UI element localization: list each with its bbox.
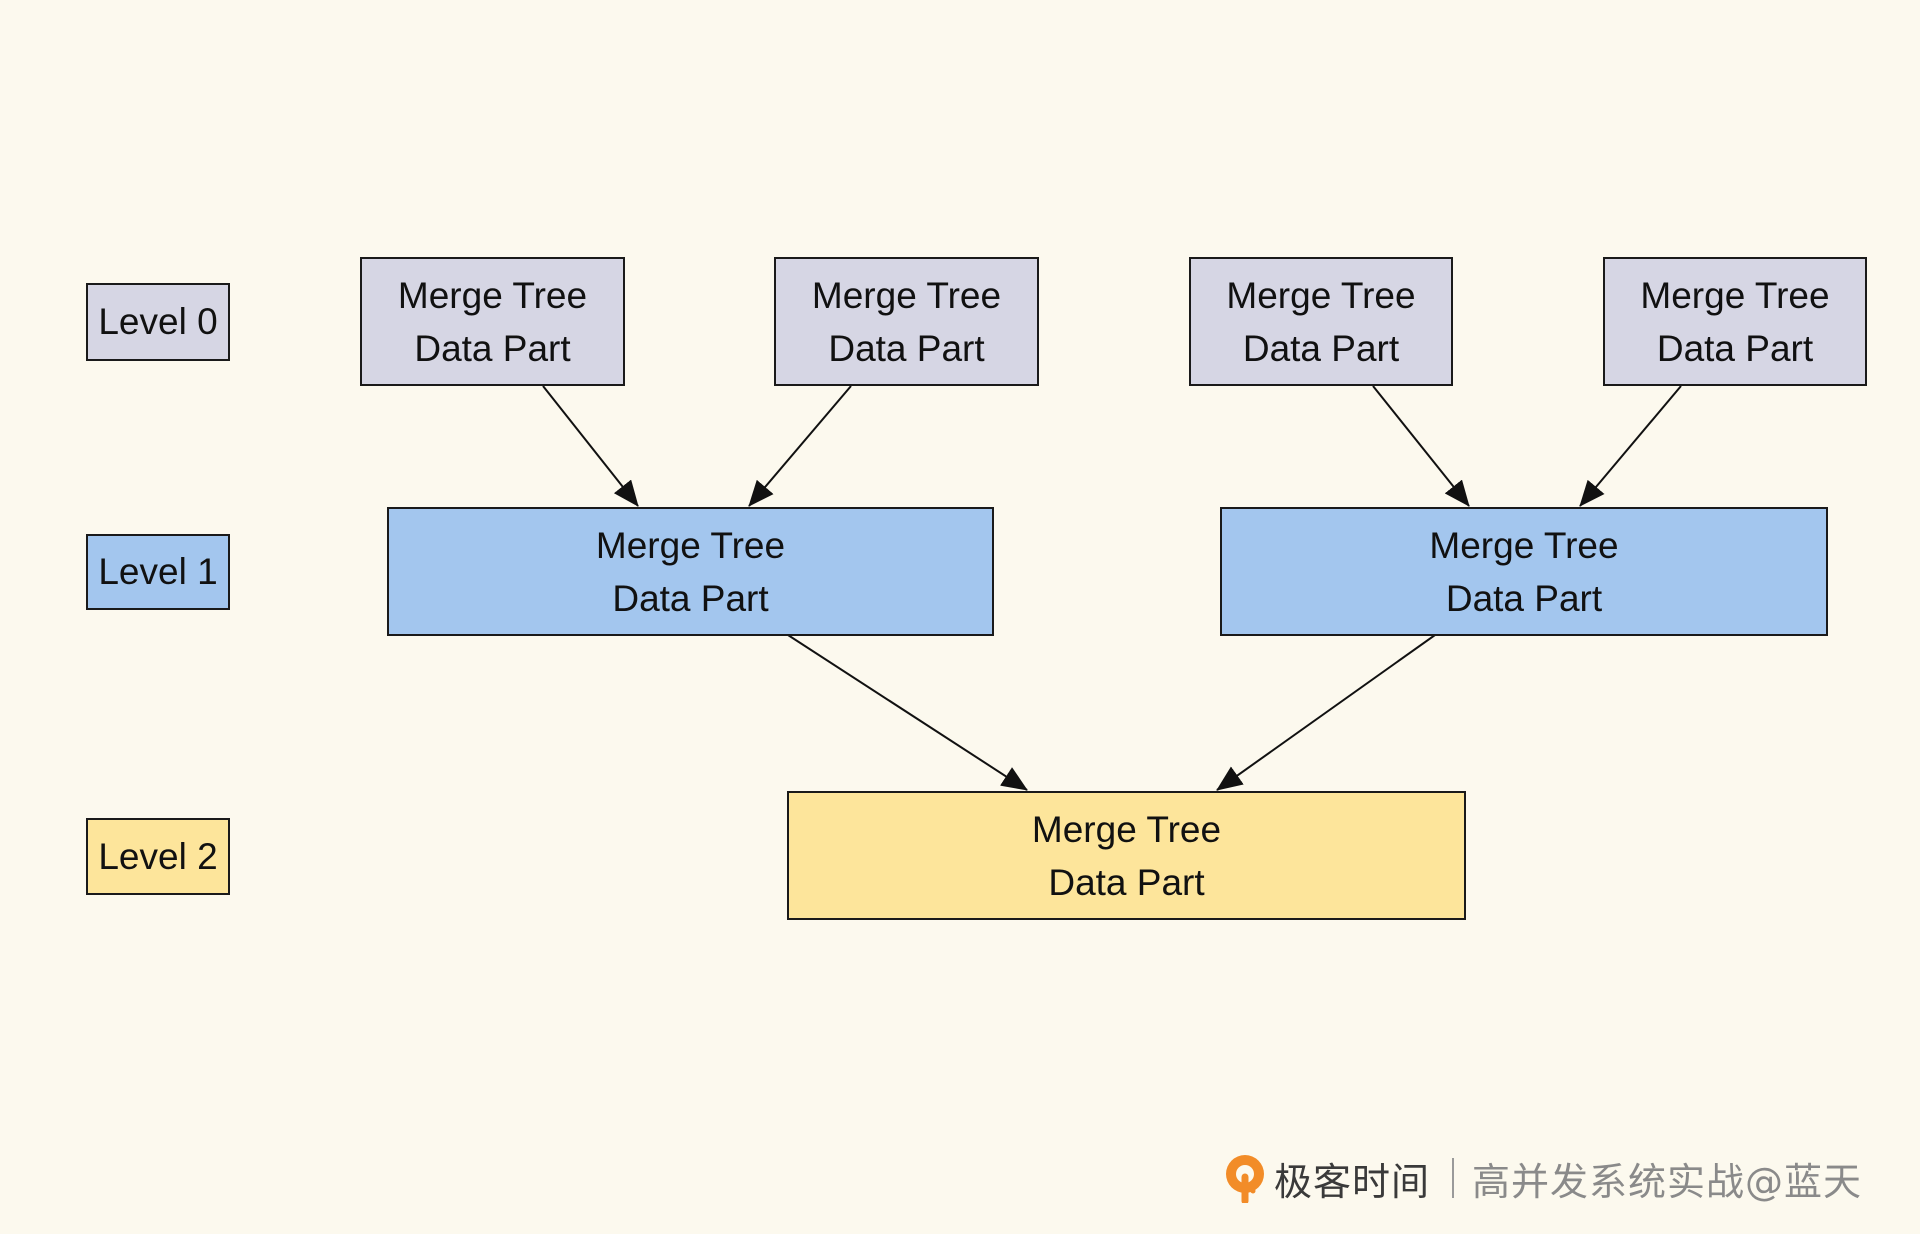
part-line1: Merge Tree: [595, 524, 786, 566]
level0-part-4: Merge Tree Data Part: [1603, 257, 1867, 386]
part-line1: Merge Tree: [1429, 524, 1619, 566]
part-line2: Data Part: [1242, 327, 1400, 369]
part-line2: Data Part: [828, 327, 985, 369]
arrow-l0p1-to-l1p1: [542, 385, 639, 507]
level0-part-1: Merge Tree Data Part: [360, 257, 625, 386]
part-line2: Data Part: [612, 577, 769, 619]
watermark: 极客时间 高并发系统实战@蓝天: [1222, 1150, 1902, 1206]
level0-part-2: Merge Tree Data Part: [774, 257, 1039, 386]
course-name: 高并发系统实战@蓝天: [1472, 1159, 1863, 1204]
level2-part-1: Merge Tree Data Part: [787, 791, 1466, 920]
geektime-logo-icon: [1226, 1155, 1264, 1203]
arrow-l0p2-to-l1p1: [748, 385, 852, 507]
part-line2: Data Part: [1048, 861, 1205, 903]
part-line1: Merge Tree: [1640, 274, 1830, 316]
part-line1: Merge Tree: [397, 274, 588, 316]
arrow-l0p4-to-l1p2: [1579, 385, 1682, 507]
part-line1: Merge Tree: [811, 274, 1002, 316]
level-1-label: Level 1: [86, 534, 230, 610]
level1-part-2: Merge Tree Data Part: [1220, 507, 1828, 636]
brand-name: 极客时间: [1274, 1159, 1431, 1204]
level-2-label: Level 2: [86, 818, 230, 895]
arrow-l0p3-to-l1p2: [1372, 385, 1470, 507]
footer-divider: [1452, 1158, 1455, 1198]
arrow-l1p2-to-l2p1: [1216, 634, 1436, 791]
part-line2: Data Part: [1445, 577, 1603, 619]
part-line1: Merge Tree: [1031, 808, 1222, 850]
part-line1: Merge Tree: [1226, 274, 1416, 316]
level-0-label: Level 0: [86, 283, 230, 361]
level0-part-3: Merge Tree Data Part: [1189, 257, 1453, 386]
part-line2: Data Part: [1656, 327, 1814, 369]
part-line2: Data Part: [414, 327, 571, 369]
level1-part-1: Merge Tree Data Part: [387, 507, 994, 636]
arrow-l1p1-to-l2p1: [787, 634, 1028, 791]
